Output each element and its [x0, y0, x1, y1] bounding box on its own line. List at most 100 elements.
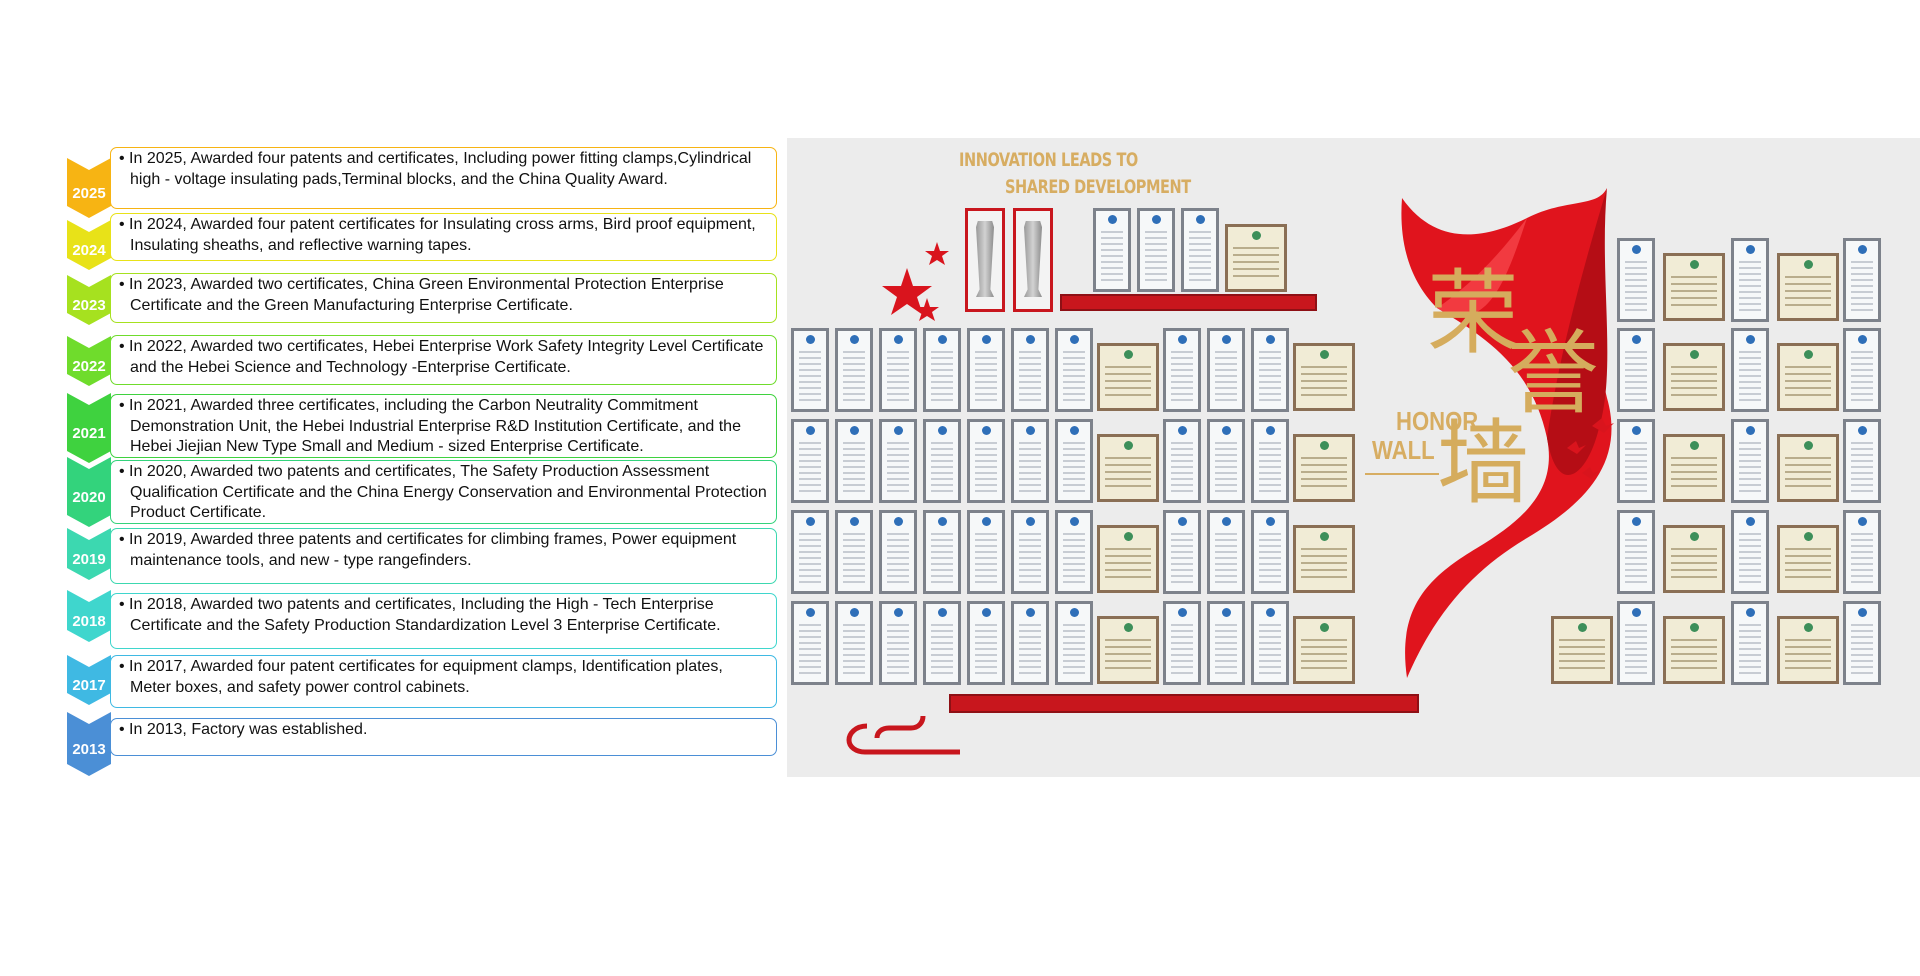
timeline-entry-text: • In 2024, Awarded four patent certifica…: [119, 216, 756, 254]
certificate: [923, 601, 961, 685]
certificate: [1617, 601, 1655, 685]
certificate: [835, 601, 873, 685]
trophy-right: [1013, 208, 1053, 312]
certificate-landscape: [1293, 434, 1355, 502]
certificate-landscape: [1097, 343, 1159, 411]
certificate: [1163, 419, 1201, 503]
timeline-entry: • In 2025, Awarded four patents and cert…: [110, 147, 777, 209]
certificate: [1617, 419, 1655, 503]
year-label: 2021: [72, 425, 106, 442]
certificate: [791, 601, 829, 685]
year-chevron: 2019: [67, 528, 111, 580]
certificate-landscape: [1777, 434, 1839, 502]
certificate: [791, 419, 829, 503]
year-label: 2013: [72, 741, 106, 758]
certificate: [1843, 419, 1881, 503]
red-ribbon-flag: [846, 188, 1614, 755]
year-chevron: 2023: [67, 275, 111, 325]
certificate: [1181, 208, 1219, 292]
year-label: 2019: [72, 551, 106, 568]
certificate: [791, 510, 829, 594]
certificate: [879, 419, 917, 503]
certificate: [1617, 510, 1655, 594]
timeline-entry-text: • In 2021, Awarded three certificates, i…: [119, 397, 741, 455]
certificate-landscape: [1293, 616, 1355, 684]
certificate: [1251, 510, 1289, 594]
timeline-entry-text: • In 2022, Awarded two certificates, Heb…: [119, 338, 764, 376]
certificate: [1011, 510, 1049, 594]
timeline-entry: • In 2020, Awarded two patents and certi…: [110, 460, 777, 524]
timeline-entry: • In 2013, Factory was established.: [110, 718, 777, 756]
certificate-landscape: [1663, 253, 1725, 321]
honor-underline: [1365, 473, 1439, 475]
timeline-entry-text: • In 2025, Awarded four patents and cert…: [119, 150, 752, 188]
timeline-entry-text: • In 2019, Awarded three patents and cer…: [119, 531, 737, 569]
year-chevron: 2018: [67, 590, 111, 642]
year-chevron: 2024: [67, 220, 111, 270]
certificate: [967, 328, 1005, 412]
certificate-landscape: [1663, 525, 1725, 593]
certificate: [967, 419, 1005, 503]
certificate: [1055, 328, 1093, 412]
timeline-entry-text: • In 2013, Factory was established.: [119, 721, 368, 738]
certificate: [1011, 601, 1049, 685]
timeline-entry: • In 2019, Awarded three patents and cer…: [110, 528, 777, 584]
year-label: 2022: [72, 358, 106, 375]
certificate: [1251, 328, 1289, 412]
certificate: [1207, 419, 1245, 503]
certificate: [1731, 419, 1769, 503]
certificate-landscape: [1551, 616, 1613, 684]
certificate: [879, 510, 917, 594]
certificate: [1011, 419, 1049, 503]
certificate-landscape: [1777, 253, 1839, 321]
year-label: 2017: [72, 677, 106, 694]
certificate: [1207, 601, 1245, 685]
certificate: [967, 510, 1005, 594]
trophy-left: [965, 208, 1005, 312]
certificate-landscape: [1777, 525, 1839, 593]
year-chevron: 2017: [67, 655, 111, 705]
certificate-landscape: [1663, 434, 1725, 502]
certificate: [1731, 601, 1769, 685]
bottom-shelf: [949, 694, 1419, 713]
year-label: 2018: [72, 613, 106, 630]
certificate: [1843, 238, 1881, 322]
certificate: [835, 510, 873, 594]
year-label: 2023: [72, 297, 106, 314]
certificate: [1137, 208, 1175, 292]
certificate: [1207, 510, 1245, 594]
certificate: [1731, 238, 1769, 322]
timeline-entry-text: • In 2023, Awarded two certificates, Chi…: [119, 276, 724, 314]
year-label: 2025: [72, 185, 106, 202]
honor-cjk-2: 誉: [1507, 320, 1600, 427]
certificate: [1011, 328, 1049, 412]
timeline-entry: • In 2018, Awarded two patents and certi…: [110, 593, 777, 649]
top-shelf: [1060, 294, 1317, 311]
year-chevron: 2013: [67, 712, 111, 776]
certificate: [1207, 328, 1245, 412]
slogan-line-2: SHARED DEVELOPMENT: [1005, 176, 1191, 198]
honor-wall-image: INNOVATION LEADS TO SHARED DEVELOPMENT H…: [787, 138, 1920, 777]
timeline-entry: • In 2022, Awarded two certificates, Heb…: [110, 335, 777, 385]
certificate-landscape: [1293, 343, 1355, 411]
certificate: [879, 328, 917, 412]
certificate: [1617, 238, 1655, 322]
certificate: [1163, 601, 1201, 685]
timeline-entry: • In 2024, Awarded four patent certifica…: [110, 213, 777, 261]
year-chevron: 2022: [67, 336, 111, 386]
timeline-entry: • In 2021, Awarded three certificates, i…: [110, 394, 777, 458]
certificate: [1251, 601, 1289, 685]
honor-cjk-1: 荣: [1427, 260, 1520, 367]
certificate-landscape: [1097, 434, 1159, 502]
year-chevron: 2021: [67, 393, 111, 463]
certificate: [1843, 510, 1881, 594]
certificate-landscape: [1777, 616, 1839, 684]
certificate: [791, 328, 829, 412]
certificate: [923, 419, 961, 503]
certificate: [1843, 601, 1881, 685]
certificate-landscape: [1293, 525, 1355, 593]
year-chevron: 2025: [67, 158, 111, 218]
certificate: [1055, 601, 1093, 685]
honor-cjk-3: 墙: [1437, 410, 1530, 517]
certificate: [967, 601, 1005, 685]
